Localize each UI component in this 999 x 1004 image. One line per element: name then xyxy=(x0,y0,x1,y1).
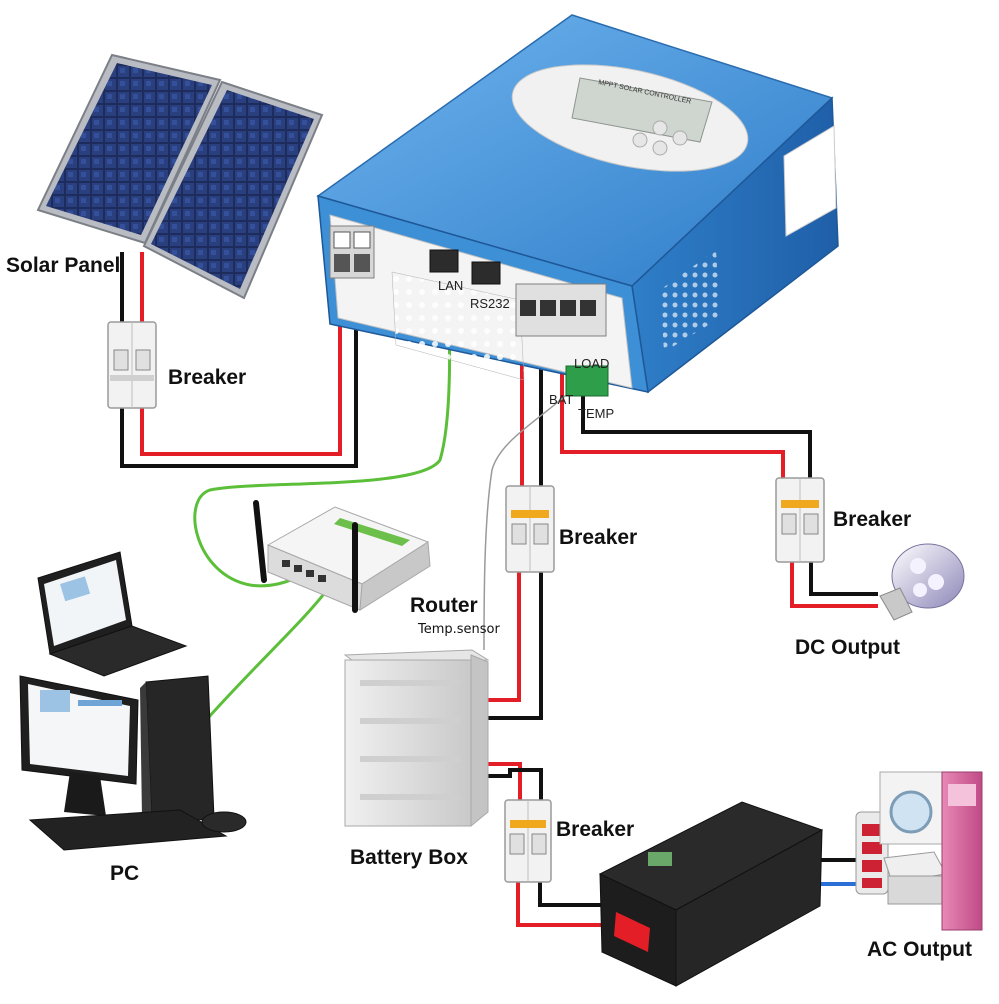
port-rs232-label: RS232 xyxy=(470,296,510,311)
breaker-battery xyxy=(505,485,555,573)
wire-pv-neg-bottom xyxy=(120,278,358,468)
wire-load-pos-top xyxy=(560,336,785,478)
solar-panel xyxy=(36,53,324,300)
wire-dc-neg-bottom xyxy=(809,562,878,596)
breaker-battery-label: Breaker xyxy=(559,526,638,549)
battery-box-label: Battery Box xyxy=(350,846,468,869)
wire-dc-pos-bottom xyxy=(790,562,878,608)
laptop xyxy=(37,551,188,677)
led-bulb xyxy=(879,543,965,621)
breaker-inverter xyxy=(504,799,552,883)
wire-pv-pos-bottom xyxy=(140,278,342,456)
wire-bat-neg-bottom xyxy=(488,572,543,720)
terminal-temp-label: TEMP xyxy=(578,406,614,421)
desktop-pc xyxy=(19,675,247,851)
dc-output-label: DC Output xyxy=(795,636,900,659)
wire-inv-neg-bottom xyxy=(538,882,608,907)
wire-temp-sensor xyxy=(483,387,575,651)
terminal-load-label: LOAD xyxy=(574,356,609,371)
breaker-dc-label: Breaker xyxy=(833,508,912,531)
inverter xyxy=(598,801,824,987)
port-lan-label: LAN xyxy=(438,278,463,293)
ac-loads xyxy=(855,771,983,931)
ac-output-label: AC Output xyxy=(867,938,972,961)
solar-panel-label: Solar Panel xyxy=(6,254,121,277)
breaker-inverter-label: Breaker xyxy=(556,818,635,841)
router-label: Router xyxy=(410,594,478,617)
terminal-bat-label: BAT xyxy=(549,392,573,407)
router xyxy=(253,500,431,613)
wire-bat-pos-bottom xyxy=(488,572,521,702)
wire-lan-router xyxy=(193,265,452,588)
breaker-dc xyxy=(775,477,825,563)
mppt-controller: MPPT SOLAR CONTROLLER LAN RS232 LOAD BAT… xyxy=(316,14,839,421)
wire-inv-pos-top xyxy=(488,762,522,800)
wire-inv-neg-top xyxy=(488,768,543,800)
wire-router-pc xyxy=(206,585,332,720)
pc-label: PC xyxy=(110,862,140,885)
breaker-pv-label: Breaker xyxy=(168,366,247,389)
battery-box xyxy=(343,649,490,828)
temp-sensor-label: Temp.sensor xyxy=(418,622,500,637)
breaker-pv xyxy=(107,321,157,409)
wire-inv-pos-bottom xyxy=(516,882,612,927)
